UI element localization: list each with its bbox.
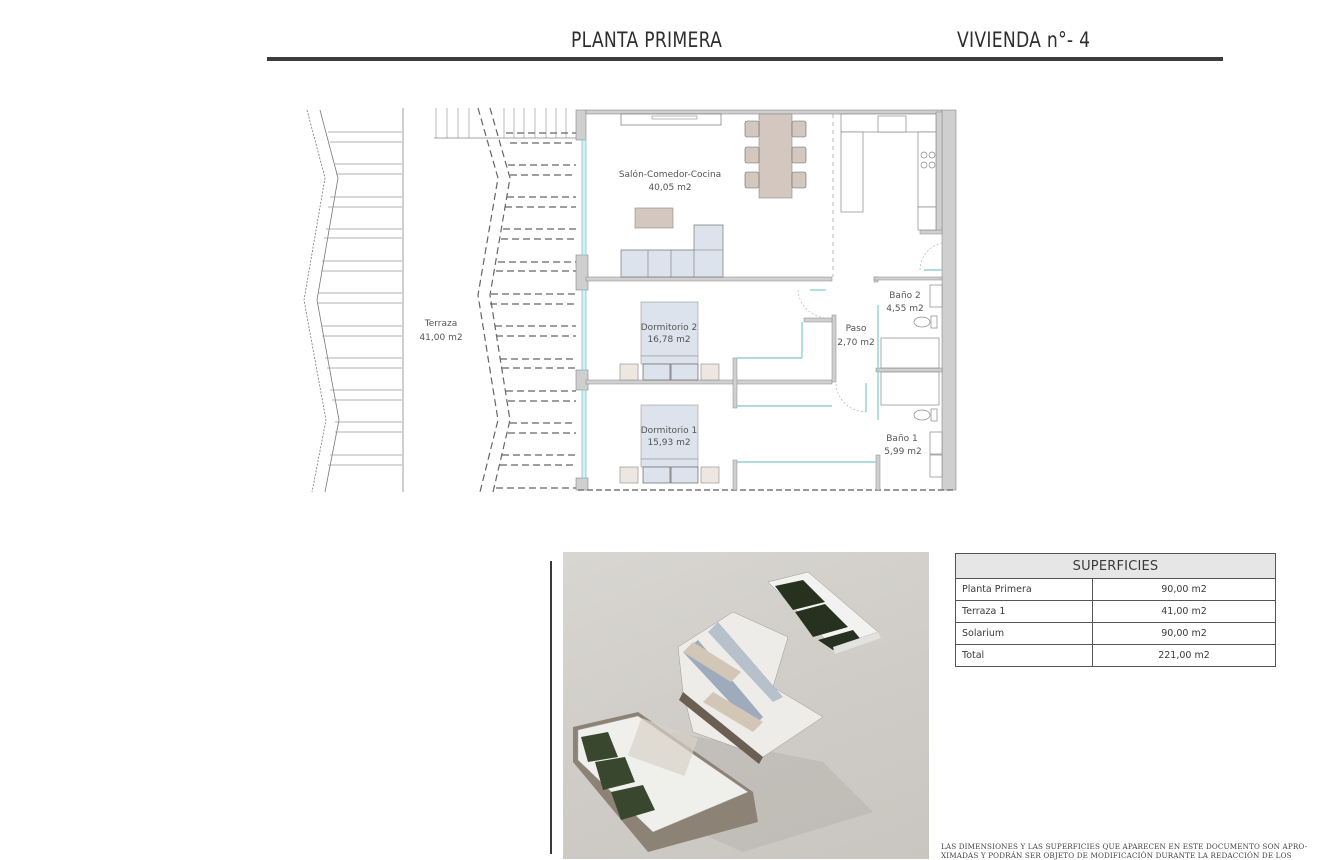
shower-baño-1 bbox=[880, 371, 940, 406]
surface-value: 90,00 m2 bbox=[1092, 622, 1276, 645]
room-area-dormitorio-2: 16,78 m2 bbox=[647, 335, 690, 345]
section-divider bbox=[550, 561, 552, 854]
room-label-terraza: Terraza bbox=[424, 319, 458, 329]
room-area-paso: 2,70 m2 bbox=[837, 338, 874, 348]
kitchen-counters bbox=[840, 113, 937, 231]
building-render-image bbox=[563, 552, 929, 859]
surface-value: 90,00 m2 bbox=[1092, 578, 1276, 601]
terrace-railing bbox=[303, 109, 340, 493]
table-row: Terraza 1 41,00 m2 bbox=[955, 600, 1276, 623]
room-label-salon: Salón-Comedor-Cocina bbox=[619, 169, 721, 180]
disclaimer-text: LAS DIMENSIONES Y LAS SUPERFICIES QUE AP… bbox=[941, 842, 1320, 860]
room-area-terraza: 41,00 m2 bbox=[419, 333, 462, 343]
disclaimer-line-1: LAS DIMENSIONES Y LAS SUPERFICIES QUE AP… bbox=[941, 842, 1308, 851]
room-label-dormitorio-2: Dormitorio 2 bbox=[641, 323, 698, 333]
room-label-bano-2: Baño 2 bbox=[889, 291, 921, 301]
tv-unit bbox=[620, 113, 722, 126]
coffee-table bbox=[634, 207, 674, 229]
surface-value: 221,00 m2 bbox=[1092, 644, 1276, 667]
overhang-slats bbox=[490, 132, 576, 489]
room-area-bano-2: 4,55 m2 bbox=[886, 304, 923, 314]
surface-label: Total bbox=[955, 644, 1093, 667]
furniture-living bbox=[620, 113, 807, 278]
surface-label: Planta Primera bbox=[955, 578, 1093, 601]
shower-baño-2 bbox=[880, 337, 940, 369]
sink bbox=[877, 115, 907, 133]
roof-overhang bbox=[477, 107, 511, 493]
header-divider bbox=[267, 57, 1223, 61]
interior-walls bbox=[585, 111, 943, 491]
stair-treads bbox=[434, 108, 577, 139]
interior-glazing bbox=[737, 269, 942, 463]
unit-number: VIVIENDA n°- 4 bbox=[957, 28, 1091, 52]
room-area-bano-1: 5,99 m2 bbox=[884, 447, 921, 457]
surfaces-table: SUPERFICIES Planta Primera 90,00 m2 Terr… bbox=[955, 553, 1276, 667]
exterior-walls bbox=[575, 109, 957, 491]
dining-table bbox=[758, 113, 793, 199]
sofa bbox=[620, 224, 724, 278]
west-glazing bbox=[581, 139, 587, 479]
table-row: Total 221,00 m2 bbox=[955, 644, 1276, 667]
bed-dormitorio-2 bbox=[619, 301, 720, 381]
room-area-salon: 40,05 m2 bbox=[648, 183, 691, 193]
room-label-paso: Paso bbox=[846, 324, 867, 334]
room-area-dormitorio-1: 15,93 m2 bbox=[647, 438, 690, 448]
plan-title: PLANTA PRIMERA bbox=[571, 28, 723, 52]
terrace-deck bbox=[318, 108, 404, 492]
disclaimer-line-2: XIMADAS Y PODRÁN SER OBJETO DE MODIFICAC… bbox=[941, 851, 1292, 860]
bathroom-fixtures bbox=[880, 284, 943, 478]
surfaces-table-title: SUPERFICIES bbox=[955, 553, 1276, 579]
table-row: Planta Primera 90,00 m2 bbox=[955, 578, 1276, 601]
bed-dormitorio-1 bbox=[619, 404, 720, 484]
surface-label: Solarium bbox=[955, 622, 1093, 645]
door-swings bbox=[797, 242, 943, 413]
floor-plan: Terraza 41,00 m2 bbox=[303, 107, 957, 493]
table-row: Solarium 90,00 m2 bbox=[955, 622, 1276, 645]
room-label-bano-1: Baño 1 bbox=[886, 434, 918, 444]
surface-value: 41,00 m2 bbox=[1092, 600, 1276, 623]
surface-label: Terraza 1 bbox=[955, 600, 1093, 623]
room-label-dormitorio-1: Dormitorio 1 bbox=[641, 426, 698, 436]
